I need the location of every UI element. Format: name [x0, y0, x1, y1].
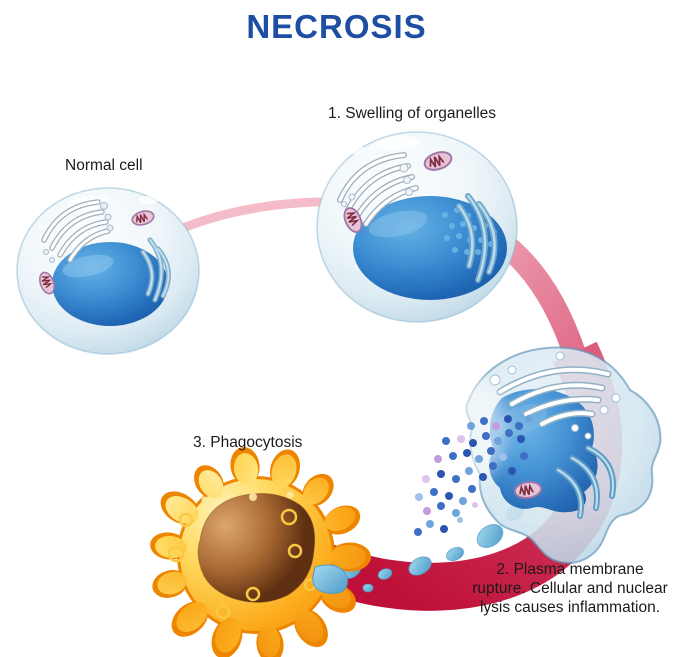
membrane-bubbles [489, 351, 621, 440]
phagocyte-vacuoles [167, 508, 317, 620]
cell-debris-dots [414, 415, 533, 536]
normal-cell-label: Normal cell [65, 157, 143, 174]
rupture-blur [430, 375, 506, 485]
golgi-apparatus [41, 199, 111, 263]
endoplasmic-reticulum [555, 445, 616, 519]
endoplasmic-reticulum [140, 237, 171, 303]
stage1-label: 1. Swelling of organelles [328, 105, 497, 122]
swollen-cell-illustration [316, 131, 518, 323]
engulfed-debris [312, 564, 348, 594]
normal-cell-illustration [16, 187, 200, 355]
phagocyte-nucleus [197, 492, 316, 603]
ruptured-cell-illustration [430, 346, 662, 564]
stage2-label: 2. Plasma membrane rupture. Cellular and… [472, 561, 668, 616]
phagocyte-illustration [150, 447, 371, 657]
diagram-title: NECROSIS [246, 8, 427, 45]
endoplasmic-reticulum [456, 193, 498, 283]
stage3-label: 3. Phagocytosis [193, 434, 303, 451]
golgi-streaks [496, 366, 612, 428]
vesicles [341, 163, 413, 207]
phagocyte-highlights [201, 491, 294, 504]
vesicles [43, 202, 114, 263]
